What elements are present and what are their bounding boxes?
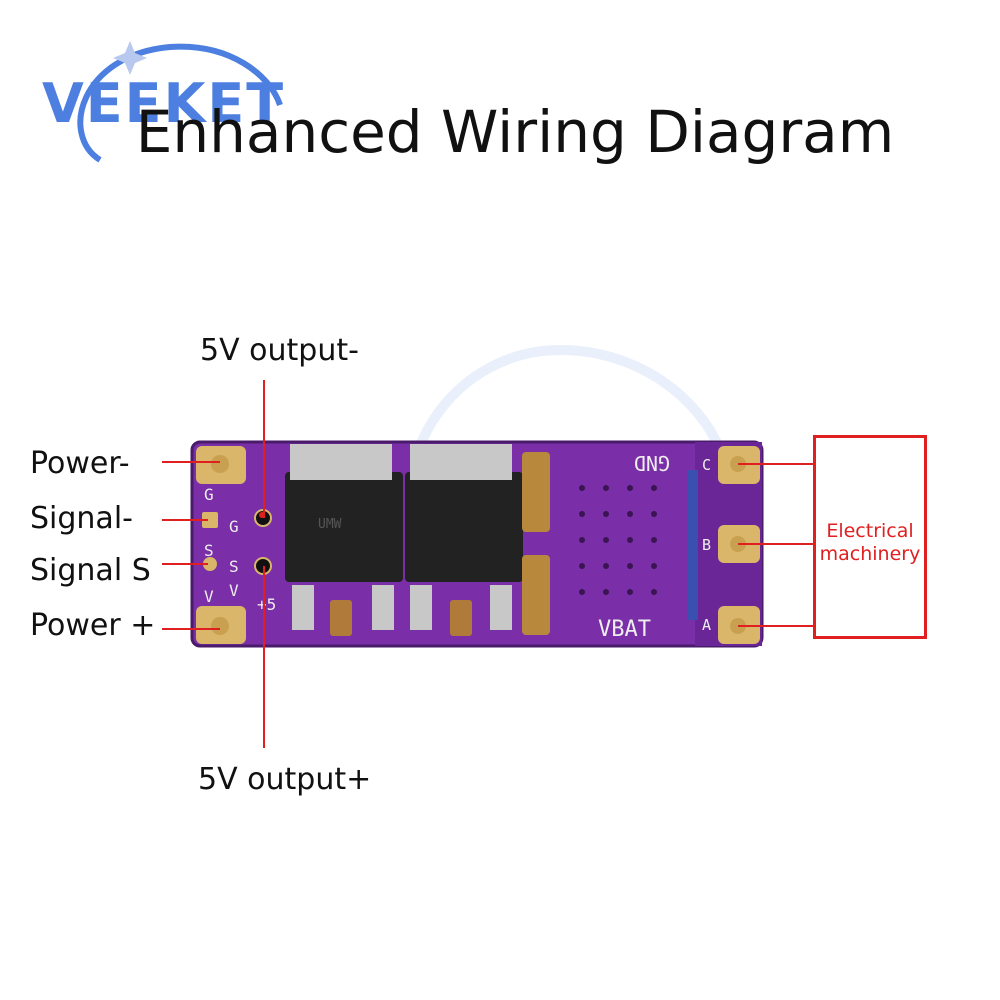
motor-box (813, 435, 927, 639)
leg (292, 585, 314, 630)
capacitor (450, 600, 472, 636)
pin-letter: C (702, 456, 711, 474)
pin-letter: B (702, 536, 711, 554)
via-array (579, 485, 657, 595)
page-title: Enhanced Wiring Diagram (135, 98, 895, 166)
logo-swoosh (77, 41, 283, 163)
leg (410, 585, 432, 630)
mosfet-2 (405, 472, 523, 582)
logo-text: VEEKET (42, 72, 286, 135)
pin-letter: V (229, 581, 239, 600)
pad-signal-minus (202, 512, 218, 528)
pad-signal-s (203, 557, 217, 571)
pin-letter: G (229, 517, 239, 536)
capacitor (330, 600, 352, 636)
label-signal-minus: Signal- (30, 501, 133, 536)
resistor (522, 452, 550, 532)
label-5v-output-minus: 5V output- (200, 333, 359, 368)
label-power-minus: Power- (30, 446, 130, 481)
label-5v-output-plus: 5V output+ (198, 762, 372, 797)
leg (372, 585, 394, 630)
label-signal-s: Signal S (30, 553, 151, 588)
motor-label-line2: machinery (819, 543, 921, 565)
mosfet-1 (285, 472, 403, 582)
chip-marking: UMW (318, 517, 342, 532)
pin-letter: S (204, 541, 214, 560)
board-right-blue (688, 470, 698, 620)
pin-letter: S (229, 557, 239, 576)
pin-letter: +5 (257, 595, 276, 614)
leg (490, 585, 512, 630)
resistor (522, 555, 550, 635)
gnd-label: GND (634, 451, 670, 475)
pin-letter: G (204, 485, 214, 504)
label-power-plus: Power + (30, 608, 156, 643)
pin-letter: V (204, 587, 214, 606)
vbat-label: VBAT (598, 617, 651, 642)
motor-label-line1: Electrical (826, 520, 914, 542)
pin-letter: A (702, 616, 711, 634)
motor-label: Electrical machinery (813, 520, 927, 566)
